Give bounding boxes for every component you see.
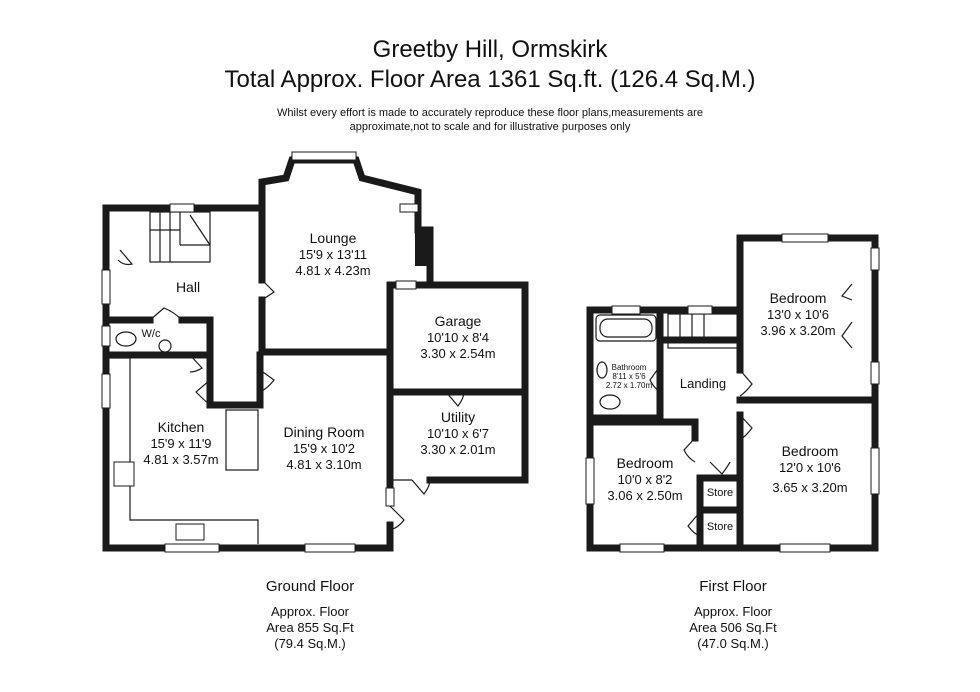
bathroom-metric: 2.72 x 1.70m — [606, 381, 653, 390]
ground-floor-plan — [101, 151, 529, 553]
chimney-breast — [415, 228, 427, 266]
kitchen-imperial: 15'9 x 11'9 — [150, 436, 211, 451]
disclaimer-line-2: approximate,not to scale and for illustr… — [349, 121, 631, 133]
plan-title: Greetby Hill, Ormskirk — [372, 36, 608, 63]
dining-name: Dining Room — [284, 424, 365, 440]
bathroom-name: Bathroom — [612, 363, 647, 372]
first-floor-label: First Floor — [699, 578, 767, 595]
bedroom3-imperial: 10'0 x 8'2 — [618, 472, 673, 487]
dining-metric: 4.81 x 3.10m — [286, 457, 361, 472]
disclaimer-line-1: Whilst every effort is made to accuratel… — [277, 107, 703, 119]
utility-imperial: 10'10 x 6'7 — [427, 426, 489, 441]
bedroom3-name: Bedroom — [617, 455, 674, 471]
garage-metric: 3.30 x 2.54m — [420, 346, 495, 361]
lounge-metric: 4.81 x 4.23m — [295, 263, 370, 278]
garage-name: Garage — [435, 313, 482, 329]
kitchen-metric: 4.81 x 3.57m — [143, 452, 218, 467]
first-floor-area-2: Area 506 Sq.Ft — [689, 620, 777, 635]
ground-floor-area-2: Area 855 Sq.Ft — [266, 620, 354, 635]
wc-name: W/c — [142, 328, 161, 340]
landing-name: Landing — [680, 376, 726, 391]
bedroom3-metric: 3.06 x 2.50m — [607, 488, 682, 503]
window — [101, 269, 111, 305]
bedroom1-name: Bedroom — [770, 290, 827, 306]
first-floor-area-1: Approx. Floor — [693, 604, 773, 619]
bedroom1-metric: 3.96 x 3.20m — [760, 323, 835, 338]
first-floor-labels: Bedroom 13'0 x 10'6 3.96 x 3.20m Bathroo… — [606, 290, 848, 533]
utility-metric: 3.30 x 2.01m — [420, 442, 495, 457]
store2-name: Store — [707, 521, 733, 533]
lounge-name: Lounge — [310, 230, 357, 246]
first-floor-area-3: (47.0 Sq.M.) — [697, 636, 769, 651]
first-floor-plan — [585, 233, 880, 553]
ground-floor-area-1: Approx. Floor — [270, 604, 350, 619]
plan-total-area: Total Approx. Floor Area 1361 Sq.ft. (12… — [224, 66, 756, 93]
bedroom2-imperial: 12'0 x 10'6 — [779, 460, 841, 475]
kitchen-name: Kitchen — [158, 419, 205, 435]
garage-imperial: 10'10 x 8'4 — [427, 330, 489, 345]
ground-floor-labels: Lounge 15'9 x 13'11 4.81 x 4.23m Hall W/… — [142, 230, 496, 472]
hall-name: Hall — [176, 279, 200, 295]
bedroom2-metric: 3.65 x 3.20m — [772, 480, 847, 495]
dining-imperial: 15'9 x 10'2 — [293, 441, 355, 456]
store1-name: Store — [707, 487, 733, 499]
utility-name: Utility — [441, 409, 475, 425]
lounge-imperial: 15'9 x 13'11 — [299, 247, 367, 262]
bedroom2-name: Bedroom — [782, 443, 839, 459]
bedroom1-imperial: 13'0 x 10'6 — [767, 307, 829, 322]
ground-floor-label: Ground Floor — [265, 578, 355, 595]
bathroom-imperial: 8'11 x 5'6 — [612, 372, 646, 381]
ground-floor-area-3: (79.4 Sq.M.) — [274, 636, 346, 651]
